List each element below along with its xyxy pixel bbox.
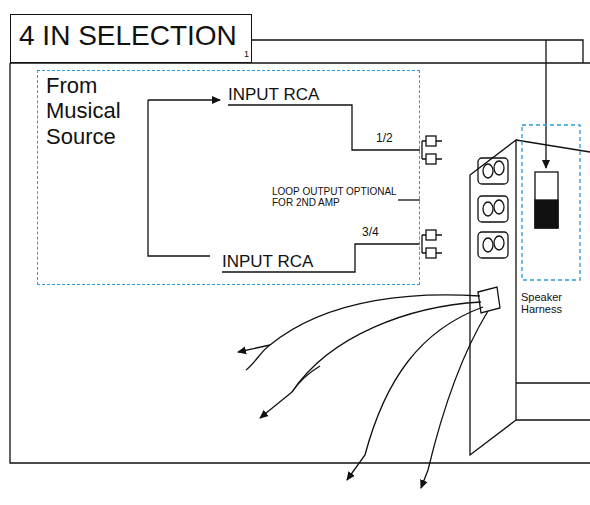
callout-number: 1 [243,50,250,60]
input-label: INPUT RCA [222,253,313,272]
amplifier-base-edge [516,419,590,420]
amplifier-face [470,140,516,455]
selector-switch [535,172,558,228]
amplifier-top-edge [516,140,590,152]
amplifier-bottom-edge [516,382,590,383]
loop-line [398,199,420,200]
rca-jack [426,136,436,146]
channel-label: 1/2 [376,132,393,145]
selector-arrow [545,40,546,168]
frame-bottom [10,63,590,463]
jack-pin [436,235,442,253]
title-box: 4 IN SELECTION [10,14,252,63]
source-bracket [148,100,210,256]
channel-label: 3/4 [362,226,379,239]
title-leader [250,40,583,63]
source-arrow [148,99,220,100]
switch-highlight [522,125,580,280]
title-text: 4 IN SELECTION [11,15,251,58]
input-label: INPUT RCA [228,86,319,105]
speaker-wires [238,295,488,488]
input-line-34 [222,244,420,272]
rca-jack [426,248,436,258]
harness-connector [478,287,500,313]
note-text: LOOP OUTPUT OPTIONAL FOR 2ND AMP [272,186,399,208]
input-line-12 [228,105,420,150]
rca-jack [426,154,436,164]
part-label: Speaker Harness [521,291,573,315]
group-heading: From Musical Source [38,71,146,151]
switch-lever [535,200,558,228]
amp-jacks [478,158,508,258]
jack-pin [436,141,442,159]
rca-jack [426,230,436,240]
